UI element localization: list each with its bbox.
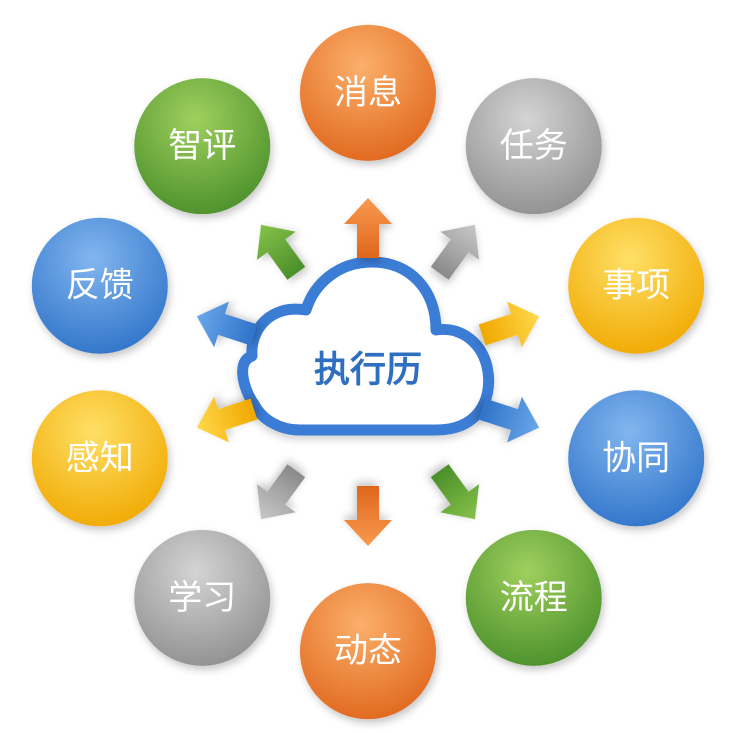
node-label-liucheng: 流程 xyxy=(500,578,568,618)
node-circle-renwu xyxy=(465,78,602,215)
cloud-outline xyxy=(237,256,495,436)
node-circle-liucheng xyxy=(465,529,602,666)
arrow-xietong xyxy=(478,396,540,443)
arrow-renwu xyxy=(430,224,480,280)
node-circle-ganzhi xyxy=(31,390,168,527)
node-circle-zhiping xyxy=(134,78,271,215)
node-label-ganzhi: 感知 xyxy=(66,438,134,478)
node-circle-xietong xyxy=(568,390,705,527)
node-renwu: 任务 xyxy=(465,78,602,215)
node-ganzhi: 感知 xyxy=(31,390,168,527)
arrow-liucheng xyxy=(430,464,480,520)
node-circle-xiaoxi xyxy=(300,24,436,161)
node-label-xietong: 协同 xyxy=(602,438,670,478)
node-label-fankui: 反馈 xyxy=(66,266,134,306)
node-label-dongtai: 动态 xyxy=(334,631,402,671)
node-dongtai: 动态 xyxy=(300,583,436,720)
node-liucheng: 流程 xyxy=(465,529,602,666)
arrow-fankui xyxy=(196,301,258,348)
node-fankui: 反馈 xyxy=(31,217,168,354)
arrow-dongtai xyxy=(344,486,392,546)
node-circle-xuexi xyxy=(134,529,271,666)
center-label: 执行历 xyxy=(314,350,422,391)
node-xiaoxi: 消息 xyxy=(300,24,436,161)
node-circle-shixiang xyxy=(568,217,705,354)
node-label-shixiang: 事项 xyxy=(602,266,670,306)
node-label-xiaoxi: 消息 xyxy=(334,73,402,113)
node-circle-fankui xyxy=(31,217,168,354)
arrow-shixiang xyxy=(478,301,540,348)
node-circle-dongtai xyxy=(300,583,436,720)
node-xietong: 协同 xyxy=(568,390,705,527)
node-label-renwu: 任务 xyxy=(500,126,568,166)
arrow-ganzhi xyxy=(196,396,258,443)
arrow-zhiping xyxy=(256,224,306,280)
arrows-layer xyxy=(196,198,540,546)
arrow-xiaoxi xyxy=(344,198,392,258)
node-shixiang: 事项 xyxy=(568,217,705,354)
center-cloud: 执行历 xyxy=(237,256,495,436)
node-label-xuexi: 学习 xyxy=(168,578,236,618)
arrow-xuexi xyxy=(256,464,306,520)
node-zhiping: 智评 xyxy=(134,78,271,215)
node-xuexi: 学习 xyxy=(134,529,271,666)
node-label-zhiping: 智评 xyxy=(168,126,236,166)
